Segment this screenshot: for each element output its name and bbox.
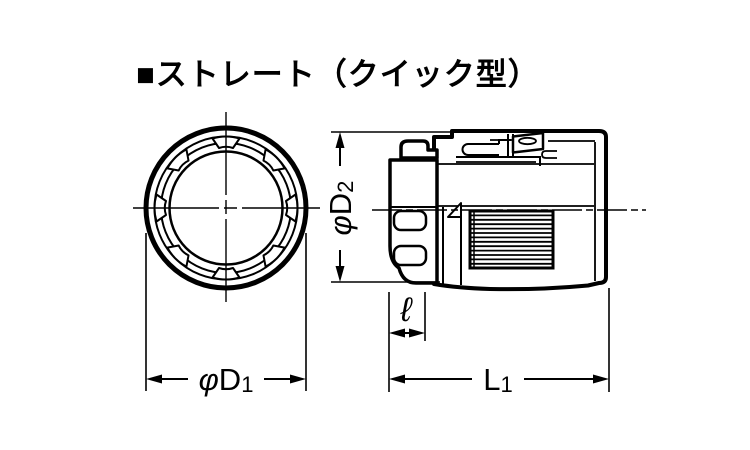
dimension-phi-d1: φD1 [145,233,307,397]
lug-tabs [153,135,299,281]
d1-sub: 1 [241,372,253,397]
knurl-band [468,209,555,270]
d2-arrow-top [335,132,345,148]
d2-sub: 2 [333,181,358,193]
l1-letter: L [483,362,500,397]
d2-label: φD2 [323,181,358,236]
d1-letter: D [219,362,241,397]
ell-label: ℓ [400,291,414,329]
l1-arrow-right [593,374,609,384]
thread-lug-1 [392,209,428,232]
side-view [372,129,646,292]
dimension-ell: ℓ [389,291,426,341]
dimension-l1: L1 [388,288,610,397]
d1-label: φD1 [199,362,254,397]
l1-arrow-left [389,374,405,384]
l1-sub: 1 [501,372,513,397]
d2-arrow-bottom [335,266,345,282]
dimension-phi-d2: φD2 [323,131,452,283]
l1-label: L1 [483,362,513,397]
d1-arrow-right [290,374,306,384]
latch-lever-hole [518,136,537,146]
page-title: ■ストレート（クイック型） [136,57,540,92]
d1-arrow-left [146,374,162,384]
ell-arrow-right [409,328,425,338]
ell-arrow-left [389,328,405,338]
spring-hook-detail [541,150,557,159]
ell-symbol: ℓ [400,291,414,329]
d1-phi: φ [199,362,219,397]
d2-letter: D [323,193,358,215]
d2-phi: φ [323,215,358,235]
latch-bar [456,156,541,166]
latch-block [399,139,439,160]
thread-lug-2 [392,244,428,267]
front-view [133,112,320,306]
